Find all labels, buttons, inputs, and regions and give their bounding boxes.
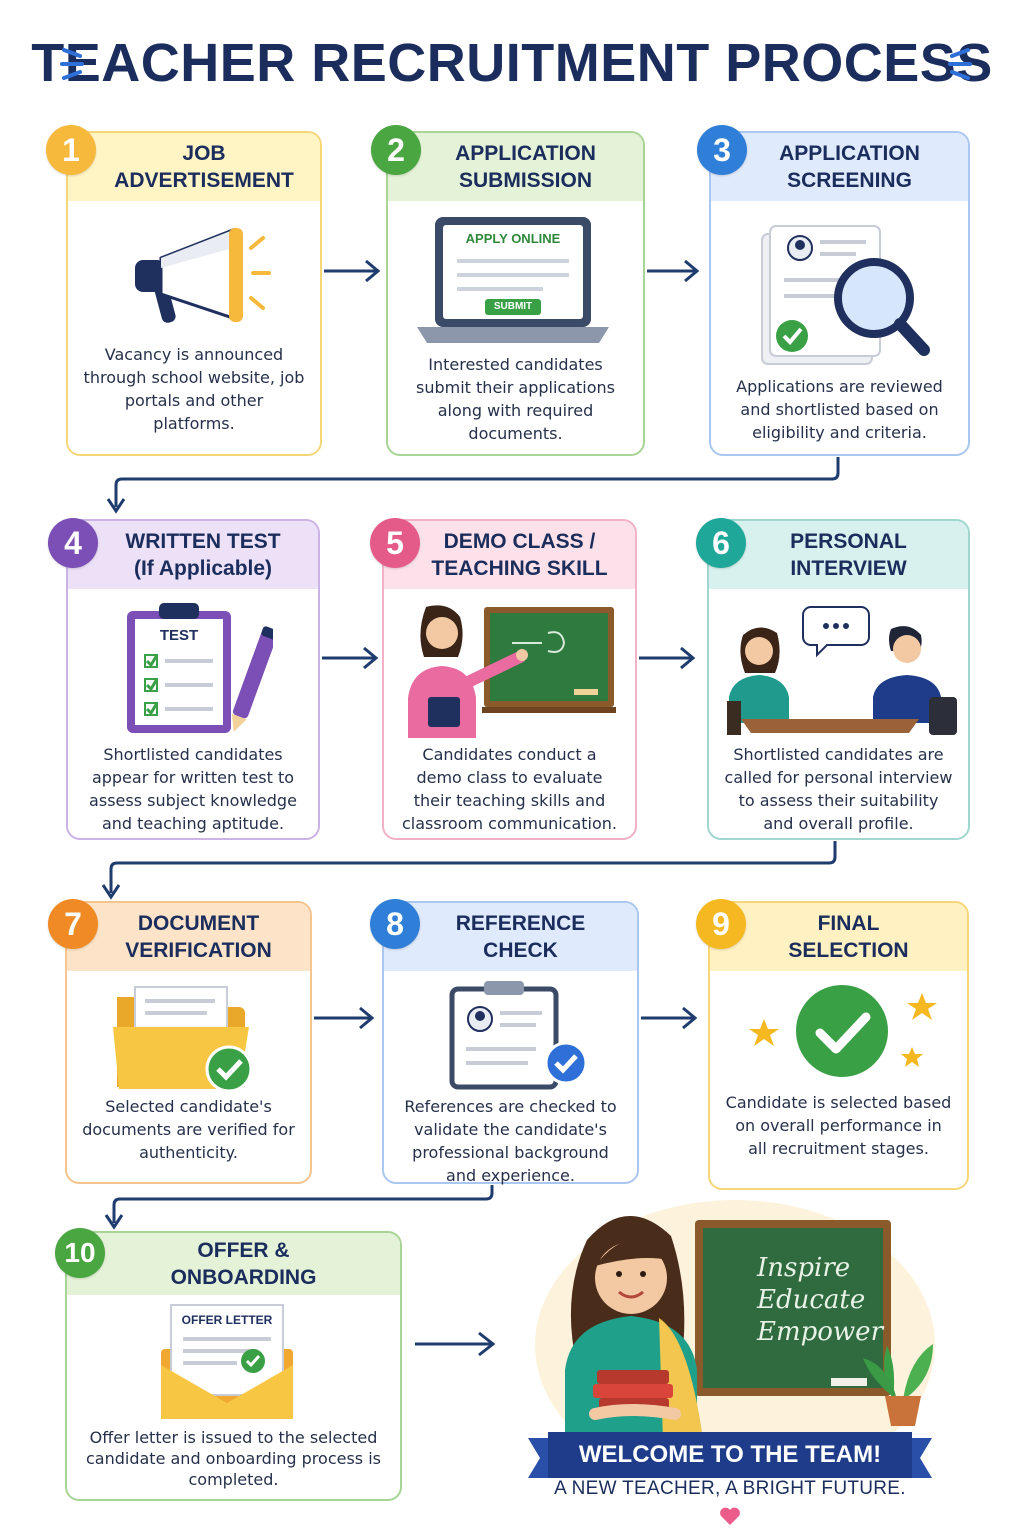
step-card-application-screening: APPLICATION SCREENING Applications are r… [709, 131, 970, 456]
folder-check-icon [113, 986, 253, 1093]
selection-check-stars-icon [749, 985, 937, 1077]
step-title: APPLICATION SUBMISSION [388, 133, 643, 201]
step-number-badge: 9 [696, 899, 746, 949]
test-paper-label: TEST [159, 627, 199, 644]
step-title: APPLICATION SCREENING [711, 133, 968, 201]
teacher-demo-class-illustration [408, 605, 616, 738]
chalkboard-text: Inspire Educate Empower [757, 1253, 884, 1347]
step-number-badge: 5 [370, 518, 420, 568]
step-description: Selected candidate's documents are verif… [82, 1097, 295, 1162]
screening-magnifier-icon [761, 225, 930, 365]
step-card-job-advertisement: JOB ADVERTISEMENT Vacancy is announced t… [66, 131, 322, 456]
step-number-badge: 2 [371, 125, 421, 175]
step-title: JOB ADVERTISEMENT [68, 133, 320, 201]
clipboard-test-illustration: TEST [123, 599, 273, 739]
arrow-right-icon [314, 1006, 375, 1030]
offer-letter-label: OFFER LETTER [181, 1313, 273, 1327]
heart-icon [720, 1507, 740, 1525]
reference-clipboard-icon [449, 981, 588, 1090]
connector-arrow-icon [106, 457, 840, 514]
step-card-offer-onboarding: OFFER & ONBOARDING OFFER LETTER Offer le… [65, 1231, 402, 1501]
step-number-badge: 7 [48, 899, 98, 949]
step-title: WRITTEN TEST (If Applicable) [68, 521, 318, 589]
step-card-final-selection: FINAL SELECTION Candidate is selected ba… [708, 901, 969, 1190]
left-spark-icon [60, 48, 84, 80]
step-description: Vacancy is announced through school webs… [83, 345, 305, 433]
screen-heading: APPLY ONLINE [465, 231, 561, 246]
welcome-teacher-illustration [535, 1200, 935, 1440]
step-description: Offer letter is issued to the selected c… [85, 1428, 381, 1489]
step-card-reference-check: REFERENCE CHECK References are checked t… [382, 901, 639, 1185]
step-card-written-test: WRITTEN TEST (If Applicable) TEST Shortl… [66, 519, 320, 840]
step-description: Candidate is selected based on overall p… [725, 1093, 952, 1158]
welcome-tagline: A NEW TEACHER, A BRIGHT FUTURE. [554, 1478, 906, 1499]
step-title: PERSONAL INTERVIEW [709, 521, 968, 589]
megaphone-icon [135, 227, 271, 323]
step-description: References are checked to validate the c… [404, 1097, 617, 1185]
step-description: Shortlisted candidates appear for writte… [89, 745, 297, 833]
step-card-application-submission: APPLICATION SUBMISSION APPLY ONLINE SUBM… [386, 131, 645, 456]
step-title: DEMO CLASS / TEACHING SKILL [384, 521, 635, 589]
arrow-right-icon [647, 259, 700, 283]
step-description: Candidates conduct a demo class to evalu… [401, 745, 617, 833]
submit-button: SUBMIT [493, 301, 533, 312]
step-card-demo-class: DEMO CLASS / TEACHING SKILL Candidates c… [382, 519, 637, 840]
step-number-badge: 8 [370, 899, 420, 949]
step-description: Interested candidates submit their appli… [416, 355, 615, 443]
connector-arrow-icon [104, 1185, 494, 1230]
laptop-illustration: APPLY ONLINE SUBMIT [413, 213, 613, 348]
interview-illustration [727, 606, 957, 735]
page-title: TEACHER RECRUITMENT PROCESS [31, 33, 993, 93]
step-number-badge: 6 [696, 518, 746, 568]
step-title: OFFER & ONBOARDING [67, 1233, 400, 1295]
step-title: DOCUMENT VERIFICATION [67, 903, 310, 971]
arrow-right-icon [415, 1331, 496, 1357]
right-spark-icon [948, 48, 972, 80]
step-card-personal-interview: PERSONAL INTERVIEW Shortlisted candidate… [707, 519, 970, 840]
arrow-right-icon [641, 1006, 698, 1030]
step-number-badge: 4 [48, 518, 98, 568]
arrow-right-icon [639, 646, 696, 670]
step-title: FINAL SELECTION [710, 903, 967, 971]
step-number-badge: 3 [697, 125, 747, 175]
step-description: Applications are reviewed and shortliste… [736, 377, 943, 442]
step-description: Shortlisted candidates are called for pe… [724, 745, 953, 833]
step-number-badge: 1 [46, 125, 96, 175]
step-card-document-verification: DOCUMENT VERIFICATION Selected candidate… [65, 901, 312, 1184]
offer-letter-illustration: OFFER LETTER [157, 1303, 297, 1423]
arrow-right-icon [324, 259, 381, 283]
arrow-right-icon [322, 646, 379, 670]
welcome-banner: WELCOME TO THE TEAM! [548, 1432, 912, 1478]
connector-arrow-icon [101, 841, 837, 900]
step-title: REFERENCE CHECK [384, 903, 637, 971]
step-number-badge: 10 [55, 1228, 105, 1278]
